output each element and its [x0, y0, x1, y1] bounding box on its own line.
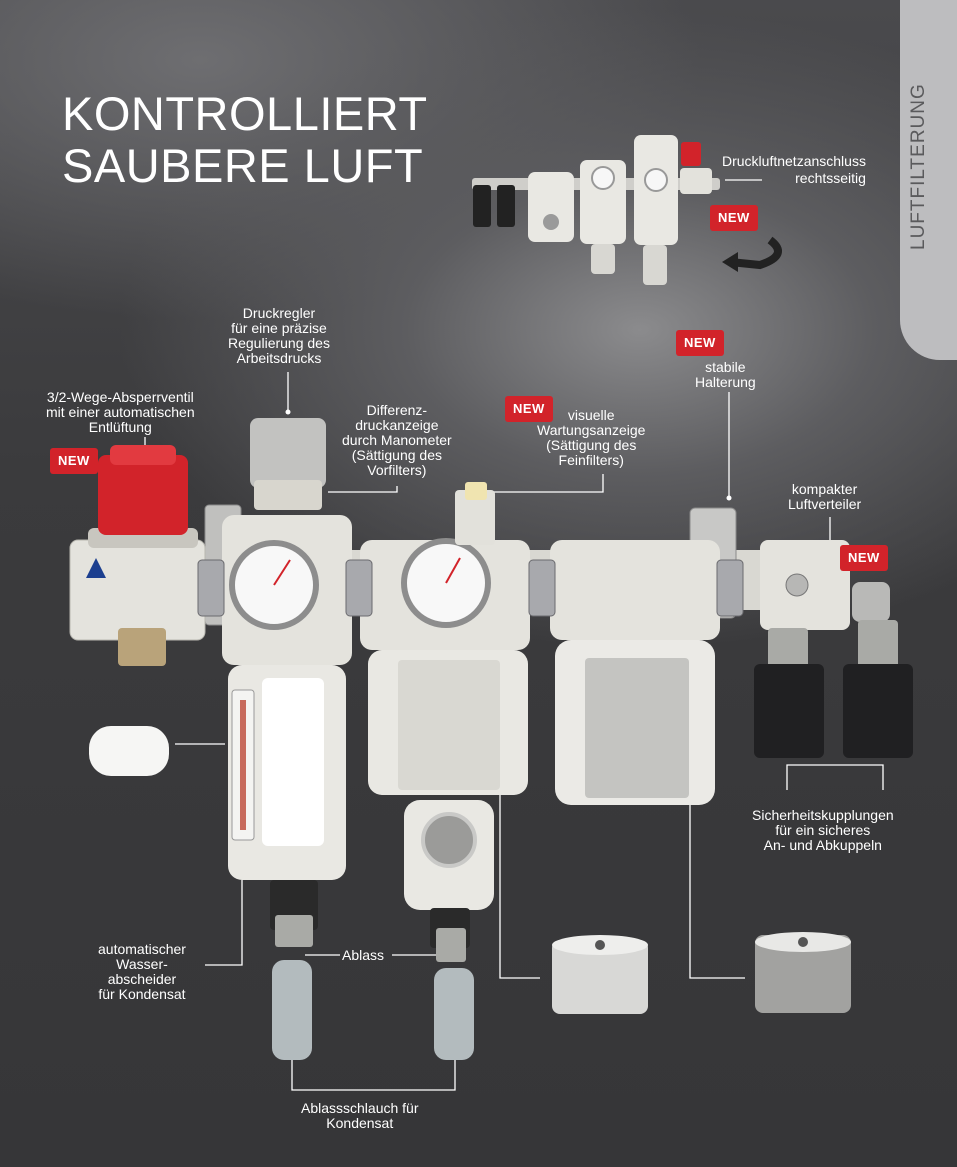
new-badge: NEW — [505, 396, 553, 422]
new-badge: NEW — [50, 448, 98, 474]
label-ablass: Ablass — [342, 947, 385, 963]
page-title: KONTROLLIERT SAUBERE LUFT — [62, 87, 428, 192]
pressure-regulator — [222, 418, 352, 947]
leader-feinfilter — [689, 795, 745, 979]
air-distributor — [754, 540, 913, 758]
finefilter-cartridge-icon — [755, 932, 851, 1013]
shutoff-valve — [69, 445, 206, 666]
filter-insert-icon — [89, 726, 169, 776]
leader-schlauch — [291, 1060, 456, 1091]
new-badge: NEW — [840, 545, 888, 571]
safety-coupling-icon — [843, 664, 913, 758]
section-tab: LUFTFILTERUNG — [900, 0, 957, 360]
prefilter-cartridge-icon — [552, 935, 648, 1014]
finefilter-unit — [550, 540, 720, 805]
leader-kupplungen — [786, 764, 884, 790]
new-badge: NEW — [676, 330, 724, 356]
leader-differenz — [328, 486, 398, 493]
leader-wasserabscheider — [205, 880, 243, 966]
drain-hose-icon — [434, 968, 474, 1060]
small-assembly — [472, 135, 782, 285]
leader-wartung — [490, 474, 604, 493]
safety-coupling-icon — [754, 664, 824, 758]
prefilter-unit — [360, 482, 530, 962]
leader-vorfilter — [499, 795, 540, 979]
drain-hose-icon — [272, 960, 312, 1060]
new-badge: NEW — [710, 205, 758, 231]
